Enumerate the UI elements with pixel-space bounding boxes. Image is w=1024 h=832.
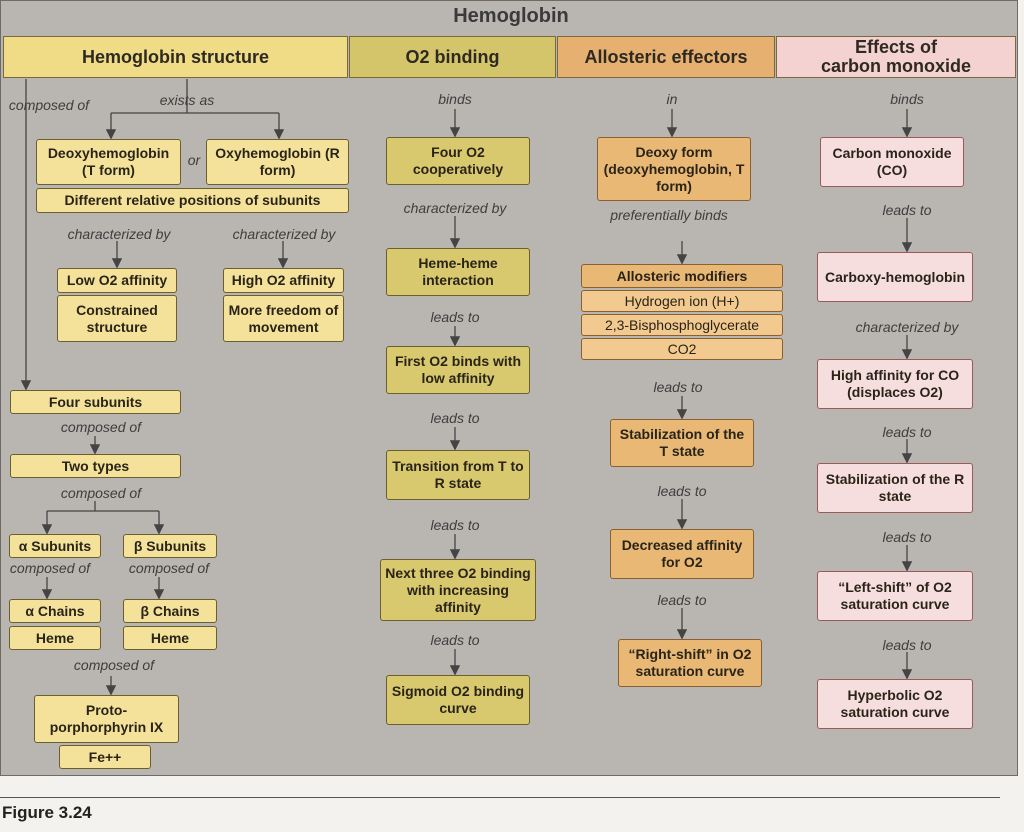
box-deoxyhemoglobin: Deoxyhemoglobin (T form) [36, 139, 181, 185]
label-composed-of-3: composed of [60, 485, 142, 501]
label-in: in [666, 91, 678, 107]
label-composed-of-beta: composed of [128, 560, 210, 576]
label-composed-of: composed of [8, 97, 90, 113]
box-allosteric-modifiers: Allosteric modifiers [581, 264, 783, 288]
label-composed-of-heme: composed of [73, 657, 155, 673]
box-relative-positions: Different relative positions of subunits [36, 188, 349, 213]
box-sigmoid: Sigmoid O2 binding curve [386, 675, 530, 725]
label-characterized-by-left: characterized by [67, 226, 171, 242]
label-exists-as: exists as [159, 92, 215, 108]
label-leads-to-4: leads to [430, 632, 480, 648]
label-composed-of-alpha: composed of [9, 560, 91, 576]
box-four-subunits: Four subunits [10, 390, 181, 414]
box-beta-subunits: β Subunits [123, 534, 217, 558]
label-leads-to-4c: leads to [882, 529, 932, 545]
box-alpha-subunits: α Subunits [9, 534, 101, 558]
label-leads-to-3a: leads to [653, 379, 703, 395]
box-low-o2-affinity: Low O2 affinity [57, 268, 177, 293]
box-stabilization-t: Stabilization of the T state [610, 419, 754, 467]
concept-map: Hemoglobin Hemoglobin structure O2 bindi… [0, 0, 1018, 776]
label-leads-to-1: leads to [430, 309, 480, 325]
box-heme-left: Heme [9, 626, 101, 650]
box-alpha-chains: α Chains [9, 599, 101, 623]
box-transition: Transition from T to R state [386, 450, 530, 500]
label-binds-co: binds [890, 91, 924, 107]
label-composed-of-2: composed of [60, 419, 142, 435]
label-preferentially-binds: preferentially binds [610, 207, 728, 223]
caption-rule [0, 797, 1000, 798]
label-leads-to-4d: leads to [882, 637, 932, 653]
label-characterized-by-co: characterized by [855, 319, 959, 335]
box-constrained-structure: Constrained structure [57, 295, 177, 342]
box-beta-chains: β Chains [123, 599, 217, 623]
header-co-line1: Effects of [854, 37, 937, 57]
label-or: or [187, 152, 201, 168]
box-protoporphyrin: Proto-porphorphyrin IX [34, 695, 179, 743]
label-leads-to-3c: leads to [657, 592, 707, 608]
box-four-o2: Four O2 cooperatively [386, 137, 530, 185]
header-co-line2: carbon monoxide [820, 56, 972, 76]
box-left-shift: “Left-shift” of O2 saturation curve [817, 571, 973, 621]
box-carboxyhemoglobin: Carboxy-hemoglobin [817, 252, 973, 302]
header-structure: Hemoglobin structure [3, 36, 348, 78]
label-leads-to-3b: leads to [657, 483, 707, 499]
header-binding: O2 binding [349, 36, 556, 78]
box-fe: Fe++ [59, 745, 151, 769]
label-leads-to-4a: leads to [882, 202, 932, 218]
box-decreased-affinity: Decreased affinity for O2 [610, 529, 754, 579]
label-characterized-by: characterized by [403, 200, 507, 216]
box-co2: CO2 [581, 338, 783, 360]
header-co: Effects of carbon monoxide [776, 36, 1016, 78]
box-heme-right: Heme [123, 626, 217, 650]
box-carbon-monoxide: Carbon monoxide (CO) [820, 137, 964, 187]
label-leads-to-3: leads to [430, 517, 480, 533]
box-oxyhemoglobin: Oxyhemoglobin (R form) [206, 139, 349, 185]
figure-caption: Figure 3.24 [2, 803, 92, 822]
box-deoxy-form: Deoxy form (deoxyhemoglobin, T form) [597, 137, 751, 201]
label-leads-to-2: leads to [430, 410, 480, 426]
box-high-affinity-co: High affinity for CO (displaces O2) [817, 359, 973, 409]
box-right-shift: “Right-shift” in O2 saturation curve [618, 639, 762, 687]
diagram-title: Hemoglobin [453, 5, 569, 27]
box-bpg: 2,3-Bisphosphoglycerate [581, 314, 783, 336]
label-characterized-by-right: characterized by [232, 226, 336, 242]
label-leads-to-4b: leads to [882, 424, 932, 440]
connector-arrows [20, 79, 913, 696]
box-heme-heme: Heme-heme interaction [386, 248, 530, 296]
header-allosteric: Allosteric effectors [557, 36, 775, 78]
box-more-freedom: More freedom of movement [223, 295, 344, 342]
box-hyperbolic: Hyperbolic O2 saturation curve [817, 679, 973, 729]
box-next-three: Next three O2 binding with increasing af… [380, 559, 536, 621]
box-first-o2: First O2 binds with low affinity [386, 346, 530, 394]
box-high-o2-affinity: High O2 affinity [223, 268, 344, 293]
box-two-types: Two types [10, 454, 181, 478]
box-hydrogen-ion: Hydrogen ion (H+) [581, 290, 783, 312]
label-binds: binds [438, 91, 472, 107]
box-stabilization-r: Stabilization of the R state [817, 463, 973, 513]
